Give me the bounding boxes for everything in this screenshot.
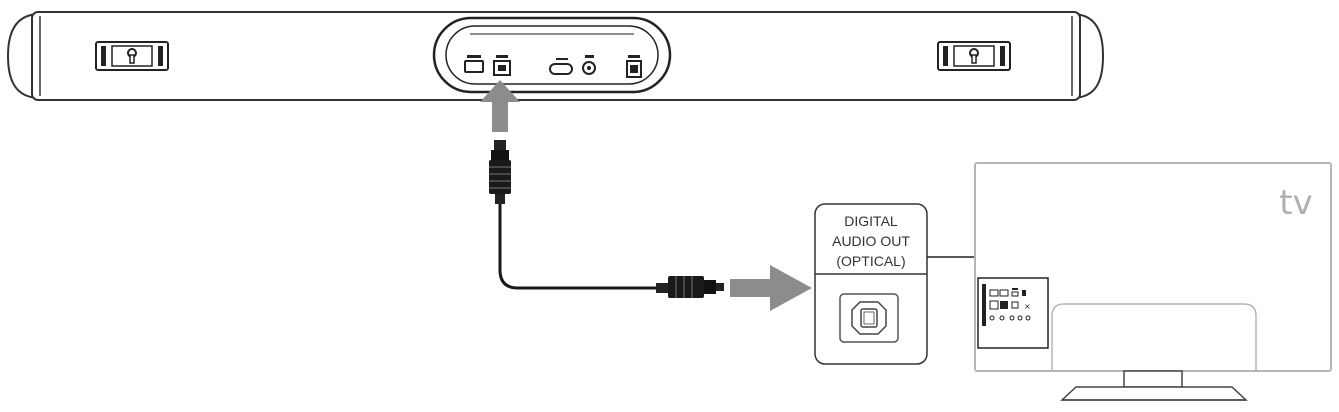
keyhole-mount-icon [95, 41, 169, 71]
optical-input-port-icon [493, 55, 511, 76]
optical-out-callout: DIGITAL AUDIO OUT (OPTICAL) [814, 203, 1011, 365]
optical-port-icon [839, 293, 899, 343]
soundbar [6, 11, 1105, 101]
arrow-up-icon [480, 80, 520, 132]
hdmi-port-icon [549, 58, 573, 75]
optical-cable [489, 140, 724, 298]
optical-label-line3: (OPTICAL) [836, 253, 905, 269]
svg-text:×: × [1024, 302, 1031, 311]
tv-stand [1060, 370, 1248, 401]
optical-label-line1: DIGITAL [844, 213, 898, 229]
power-port-icon [626, 55, 642, 78]
arrow-right-icon [730, 265, 812, 311]
tv-ports-panel: × [977, 277, 1049, 349]
cable-plug-right [656, 276, 724, 298]
cable-plug-top [489, 140, 511, 204]
usb-port-icon [464, 55, 484, 73]
connector-panel [432, 16, 672, 94]
aux-port-icon [582, 55, 596, 75]
tv-label: tv [1279, 183, 1312, 223]
keyhole-mount-icon [937, 41, 1011, 71]
tv: tv × [974, 162, 1332, 401]
optical-label-line2: AUDIO OUT [832, 233, 910, 249]
